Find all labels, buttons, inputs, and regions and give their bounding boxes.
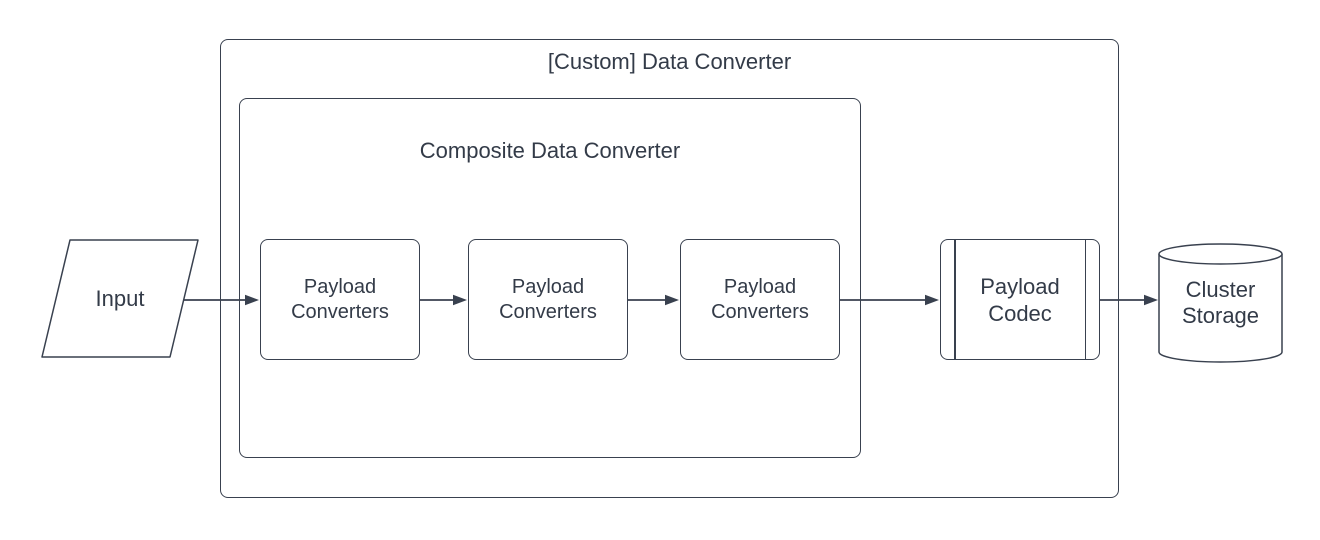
arrow-codec-to-storage <box>1100 294 1158 306</box>
arrowhead-icon <box>453 294 467 306</box>
payload-codec-label: Payload Codec <box>980 273 1060 326</box>
codec-right-bar <box>1084 240 1086 359</box>
composite-data-converter-label: Composite Data Converter <box>419 138 681 163</box>
cluster-storage-label: Cluster Storage <box>1181 277 1260 328</box>
input-parallelogram <box>41 239 199 358</box>
arrowhead-icon <box>925 294 939 306</box>
arrow-input-to-converters1 <box>184 294 259 306</box>
payload-codec-box: Payload Codec <box>940 239 1100 360</box>
payload-converters-box-3: Payload Converters <box>680 239 840 360</box>
input-shape-label: Input <box>95 286 145 311</box>
payload-converters-box-2: Payload Converters <box>468 239 628 360</box>
cluster-storage-cylinder <box>1158 243 1283 363</box>
arrow-converters2-to-converters3 <box>628 294 679 306</box>
codec-left-bar <box>954 240 956 359</box>
custom-data-converter-label: [Custom] Data Converter <box>547 49 792 74</box>
cylinder-body <box>1158 254 1283 363</box>
payload-converters-label-1: Payload Converters <box>291 275 389 323</box>
arrow-converters3-to-codec <box>840 294 939 306</box>
payload-converters-label-2: Payload Converters <box>499 275 597 323</box>
arrowhead-icon <box>665 294 679 306</box>
arrowhead-icon <box>245 294 259 306</box>
arrow-converters1-to-converters2 <box>420 294 467 306</box>
cylinder-top-ellipse <box>1158 243 1283 265</box>
custom-data-converter-container <box>220 39 1119 498</box>
arrowhead-icon <box>1144 294 1158 306</box>
composite-data-converter-container <box>239 98 861 458</box>
payload-converters-label-3: Payload Converters <box>711 275 809 323</box>
payload-converters-box-1: Payload Converters <box>260 239 420 360</box>
